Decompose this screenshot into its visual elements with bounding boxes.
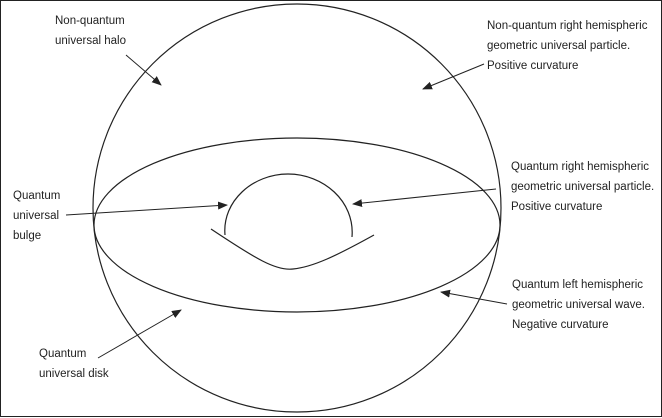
arrow-right-nonquantum	[422, 63, 485, 90]
outer-sphere	[92, 3, 502, 413]
label-quantum-left: Quantum left hemispheric geometric unive…	[512, 279, 645, 331]
label-right-nonquantum: Non-quantum right hemispheric geometric …	[487, 20, 648, 72]
arrow-disk	[97, 309, 182, 359]
label-disk: Quantum universal disk	[39, 348, 109, 380]
arrow-halo	[125, 54, 162, 86]
arrow-quantum-right	[352, 188, 497, 208]
label-bulge: Quantum universal bulge	[13, 190, 61, 242]
label-quantum-right: Quantum right hemispheric geometric univ…	[511, 161, 655, 213]
arrow-bulge	[65, 201, 228, 216]
label-halo: Non-quantum universal halo	[55, 15, 126, 47]
bulge-dome	[224, 173, 353, 238]
disk-ellipse	[93, 137, 501, 313]
arrow-quantum-left	[440, 289, 508, 305]
bulge-base-curve	[210, 228, 375, 270]
